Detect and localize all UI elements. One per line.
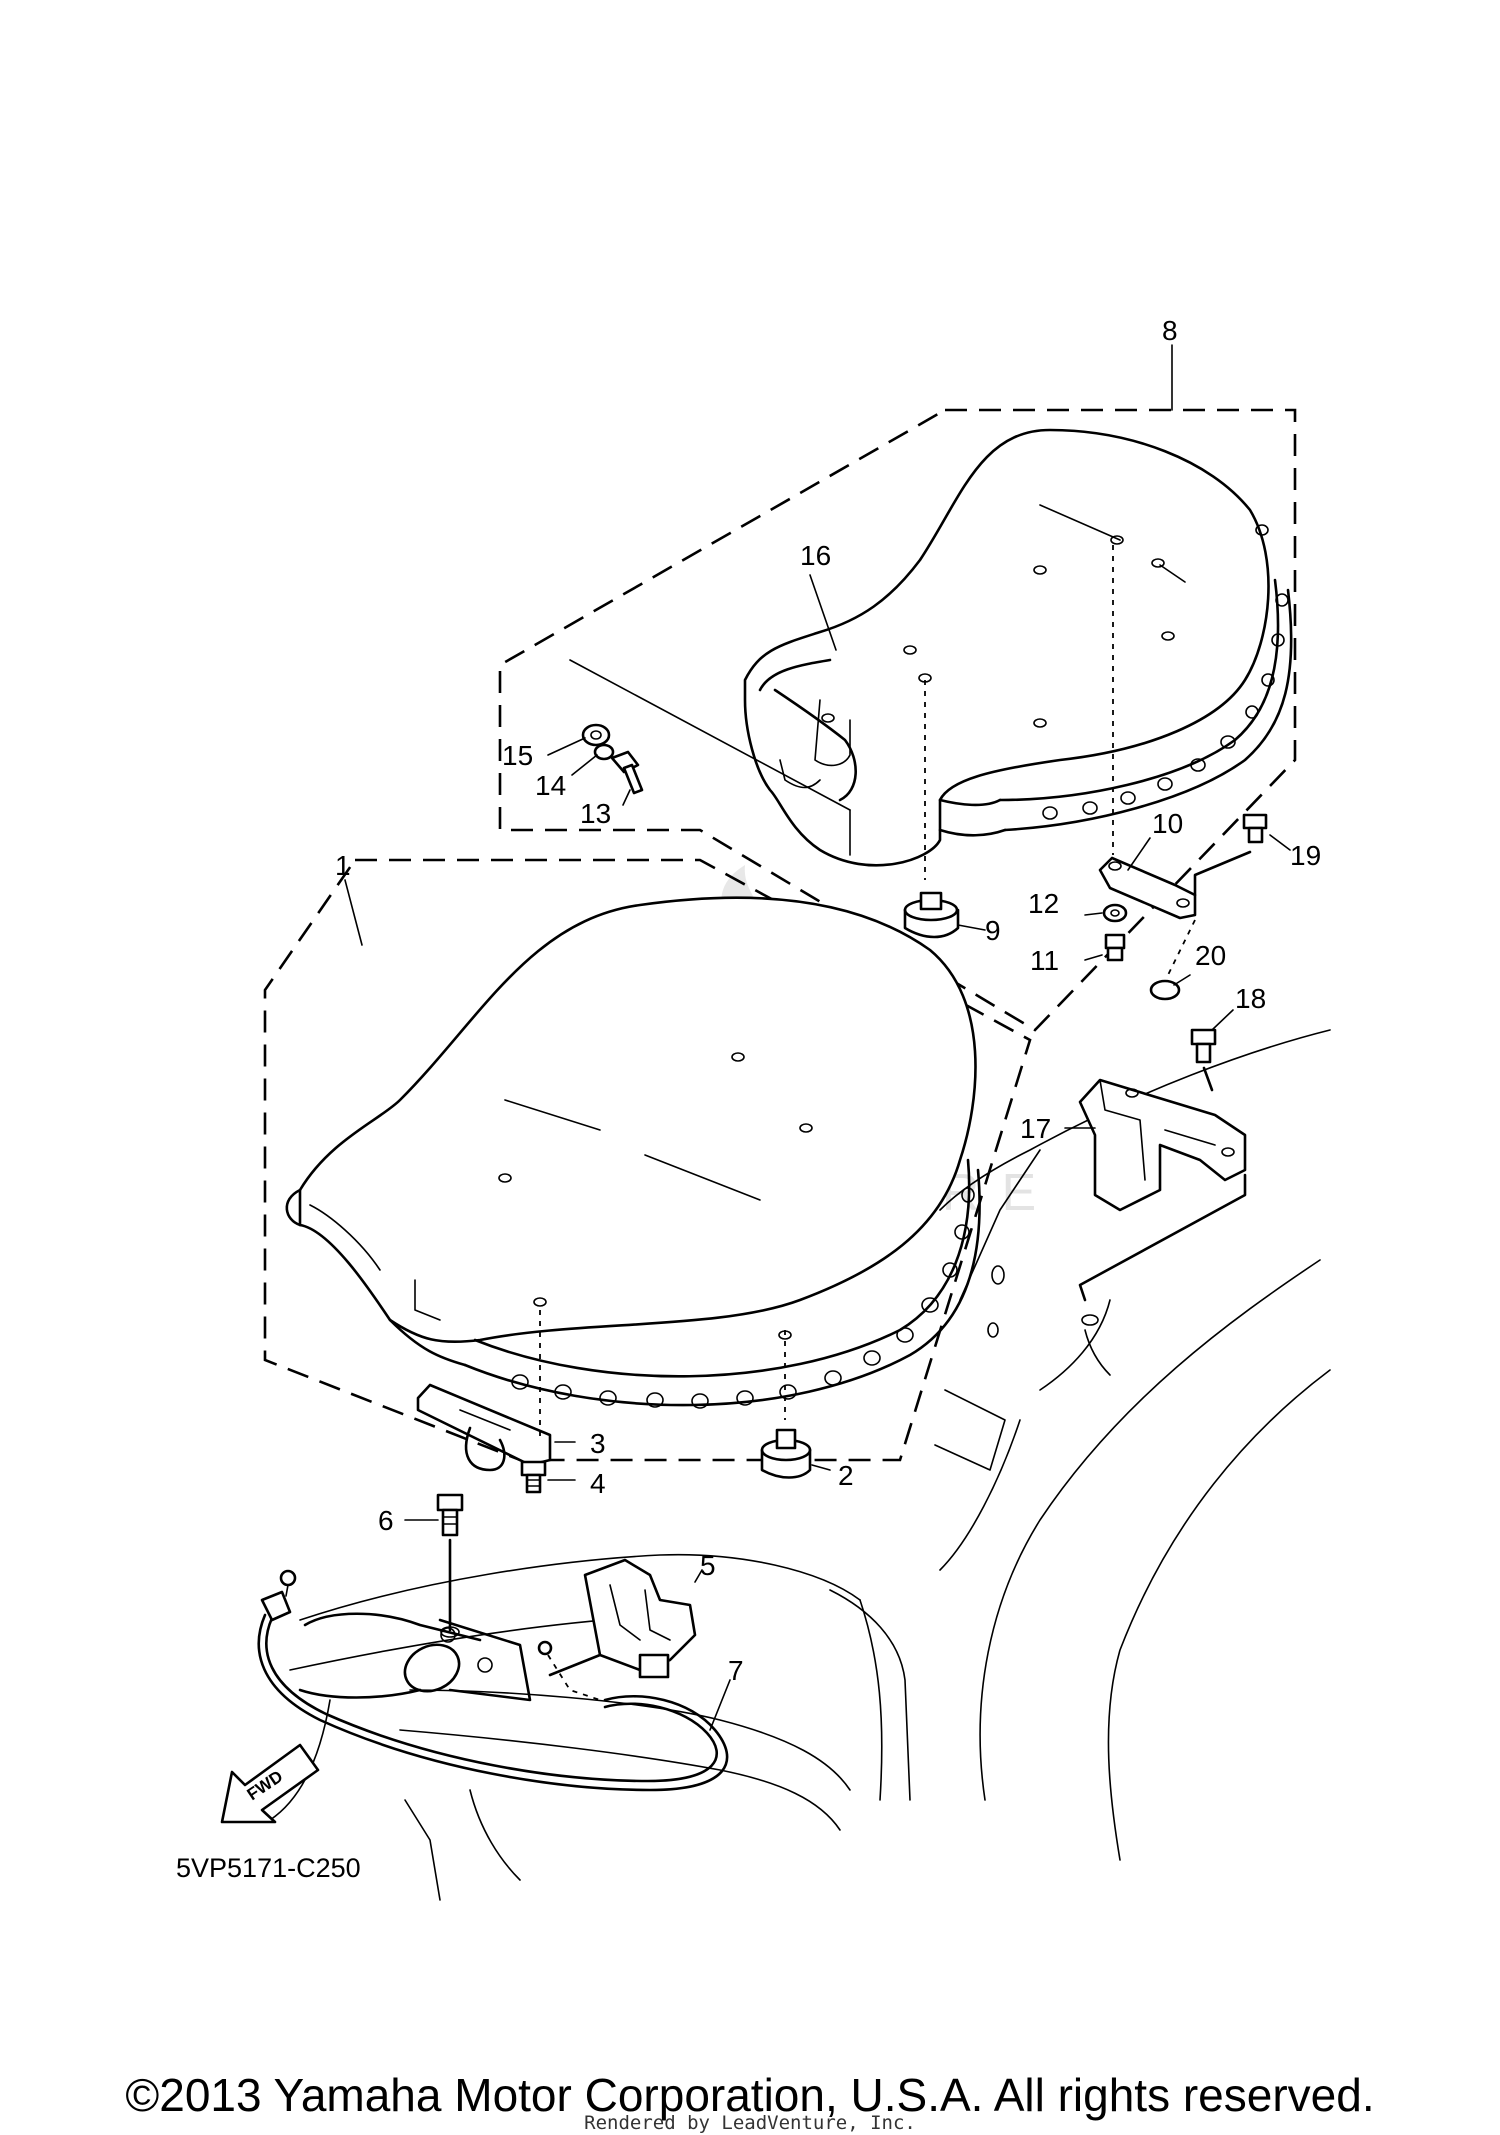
passenger-seat bbox=[743, 428, 1293, 880]
callout-13: 13 bbox=[580, 798, 611, 829]
bolt-4 bbox=[520, 1460, 547, 1494]
callout-4: 4 bbox=[590, 1468, 606, 1499]
rider-seat-bracket bbox=[416, 1310, 552, 1472]
callout-15: 15 bbox=[502, 740, 533, 771]
washer-20 bbox=[1149, 919, 1196, 1001]
frame-outline bbox=[269, 1029, 1331, 1901]
callout-17: 17 bbox=[1020, 1113, 1051, 1144]
callout-8: 8 bbox=[1162, 315, 1178, 346]
copyright-notice: ©2013 Yamaha Motor Corporation, U.S.A. A… bbox=[125, 2069, 1375, 2121]
seat-lock-cable bbox=[257, 1569, 729, 1792]
callout-leaders bbox=[344, 344, 1291, 1731]
callout-9: 9 bbox=[985, 915, 1001, 946]
bolt-11 bbox=[1104, 933, 1126, 962]
nut-12 bbox=[1102, 903, 1128, 923]
callout-16: 16 bbox=[800, 540, 831, 571]
rendered-by-credit: Rendered by LeadVenture, Inc. bbox=[584, 2112, 916, 2134]
callout-1: 1 bbox=[335, 850, 351, 881]
callout-7: 7 bbox=[728, 1655, 744, 1686]
callout-14: 14 bbox=[535, 770, 566, 801]
callout-10: 10 bbox=[1152, 808, 1183, 839]
callout-20: 20 bbox=[1195, 940, 1226, 971]
callout-18: 18 bbox=[1235, 983, 1266, 1014]
callout-5: 5 bbox=[700, 1550, 716, 1581]
bracket-17 bbox=[1078, 1078, 1247, 1326]
callout-2: 2 bbox=[838, 1460, 854, 1491]
bolt-19 bbox=[1193, 813, 1268, 897]
screw-set-13-14-15 bbox=[569, 659, 851, 856]
damper-2 bbox=[760, 1330, 812, 1479]
bracket-10 bbox=[1098, 856, 1197, 920]
callout-19: 19 bbox=[1290, 840, 1321, 871]
rear-frame-tube bbox=[298, 1612, 532, 1702]
callout-12: 12 bbox=[1028, 888, 1059, 919]
damper-9 bbox=[903, 891, 960, 939]
passenger-seat-studs bbox=[1042, 524, 1289, 820]
bolt-18 bbox=[1190, 1028, 1217, 1092]
callout-6: 6 bbox=[378, 1505, 394, 1536]
seat-studs bbox=[511, 1187, 975, 1409]
diagram-code: 5VP5171-C250 bbox=[176, 1853, 361, 1883]
bolt-6 bbox=[436, 1493, 464, 1638]
callout-11: 11 bbox=[1030, 945, 1059, 976]
rider-seat-group-outline bbox=[263, 858, 1032, 1462]
rider-seat bbox=[285, 896, 981, 1409]
callout-labels: 1 2 3 4 5 6 7 8 9 10 11 12 13 14 15 16 1… bbox=[335, 315, 1321, 1686]
seat-lock-assembly bbox=[537, 1558, 697, 1701]
callout-3: 3 bbox=[590, 1428, 606, 1459]
